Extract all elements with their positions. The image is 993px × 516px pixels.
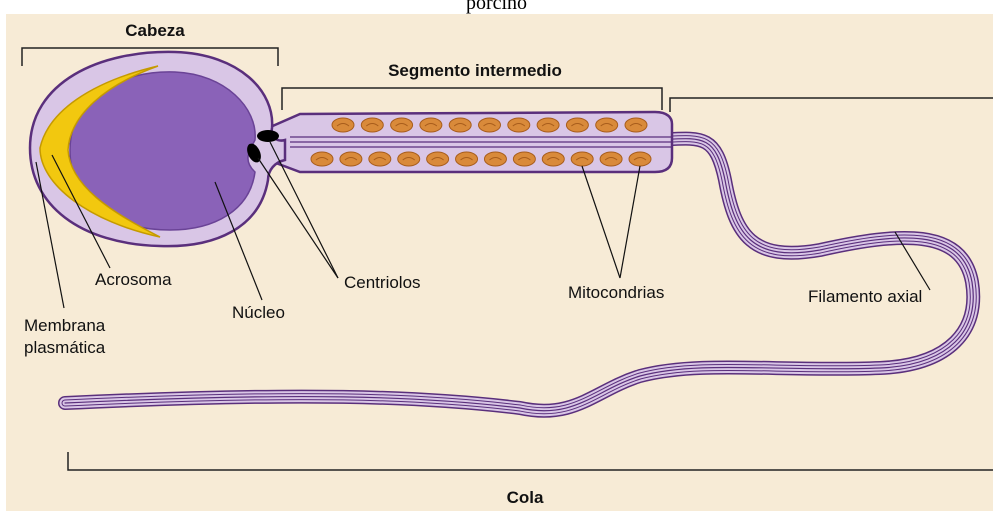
mitochondrion bbox=[479, 118, 501, 132]
caption-fragment: porcino bbox=[0, 0, 993, 15]
plasma-membrane-label-line1: Membrana bbox=[24, 316, 106, 335]
mitochondrion bbox=[449, 118, 471, 132]
mitochondrion bbox=[600, 152, 622, 166]
nucleus-label: Núcleo bbox=[232, 303, 285, 322]
plasma-membrane-label-line2: plasmática bbox=[24, 338, 106, 357]
mitochondrion bbox=[596, 118, 618, 132]
mitochondrion bbox=[391, 118, 413, 132]
mitochondrion bbox=[311, 152, 333, 166]
centrioles-label: Centriolos bbox=[344, 273, 421, 292]
mitochondrion bbox=[420, 118, 442, 132]
mitochondrion bbox=[508, 118, 530, 132]
mitochondrion bbox=[456, 152, 478, 166]
axial-filament-label: Filamento axial bbox=[808, 287, 922, 306]
mitochondrion bbox=[629, 152, 651, 166]
centriole-proximal bbox=[257, 130, 279, 142]
tail-label: Cola bbox=[507, 488, 544, 507]
mitochondrion bbox=[369, 152, 391, 166]
mitochondrion bbox=[361, 118, 383, 132]
mitochondria-label: Mitocondrias bbox=[568, 283, 664, 302]
mitochondrion bbox=[625, 118, 647, 132]
acrosome-label: Acrosoma bbox=[95, 270, 172, 289]
midpiece-label: Segmento intermedio bbox=[388, 61, 562, 80]
mitochondrion bbox=[340, 152, 362, 166]
mitochondrion bbox=[398, 152, 420, 166]
mitochondrion bbox=[571, 152, 593, 166]
mitochondrion bbox=[542, 152, 564, 166]
mitochondrion bbox=[484, 152, 506, 166]
mitochondrion bbox=[427, 152, 449, 166]
mitochondrion bbox=[513, 152, 535, 166]
head-label: Cabeza bbox=[125, 21, 185, 40]
mitochondrion bbox=[537, 118, 559, 132]
head bbox=[30, 52, 285, 246]
mitochondria-top-row bbox=[332, 118, 647, 132]
mitochondrion bbox=[332, 118, 354, 132]
midpiece bbox=[268, 112, 672, 172]
mitochondrion bbox=[566, 118, 588, 132]
